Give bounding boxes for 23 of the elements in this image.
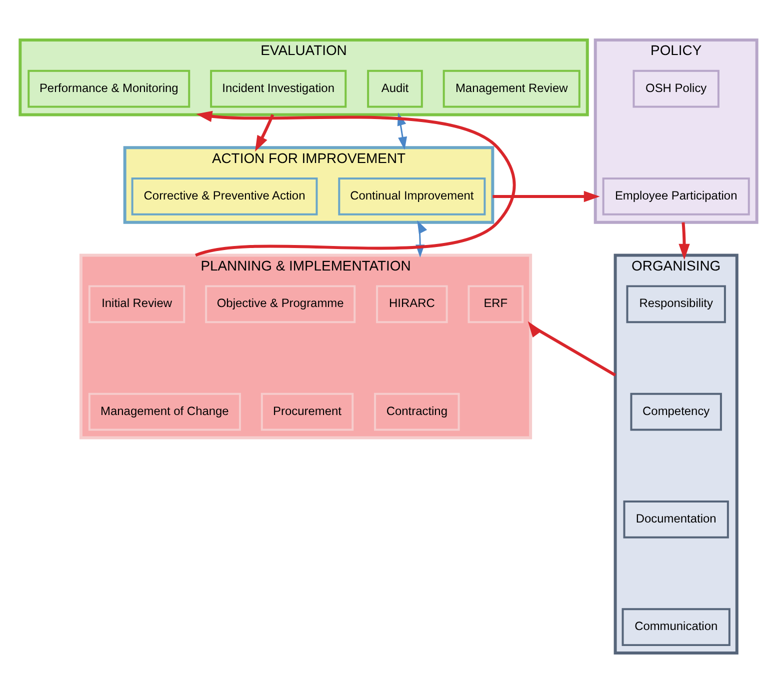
node-box: OSH Policy xyxy=(632,69,720,108)
node-box: Contracting xyxy=(374,392,460,430)
arrow xyxy=(528,320,616,376)
node-box: Continual Improvement xyxy=(338,177,486,215)
node-box: Incident Investigation xyxy=(210,69,347,108)
node-box: Performance & Monitoring xyxy=(28,69,190,108)
node-box: ERF xyxy=(468,284,524,323)
node-box: Competency xyxy=(630,392,722,430)
node-box: Management of Change xyxy=(88,392,241,430)
node-box: Initial Review xyxy=(88,284,186,323)
arrow xyxy=(678,222,690,260)
arrow xyxy=(255,114,274,152)
node-box: Employee Participation xyxy=(602,177,750,215)
node-box: Responsibility xyxy=(626,284,726,323)
node-box: HIRARC xyxy=(376,284,448,323)
node-box: Management Review xyxy=(442,69,580,108)
node-box: Audit xyxy=(367,69,423,108)
node-box: Procurement xyxy=(260,392,354,430)
node-box: Corrective & Preventive Action xyxy=(131,177,318,215)
arrow xyxy=(492,190,600,202)
node-box: Documentation xyxy=(623,500,729,538)
node-box: Communication xyxy=(622,608,730,646)
node-box: Objective & Programme xyxy=(205,284,356,323)
